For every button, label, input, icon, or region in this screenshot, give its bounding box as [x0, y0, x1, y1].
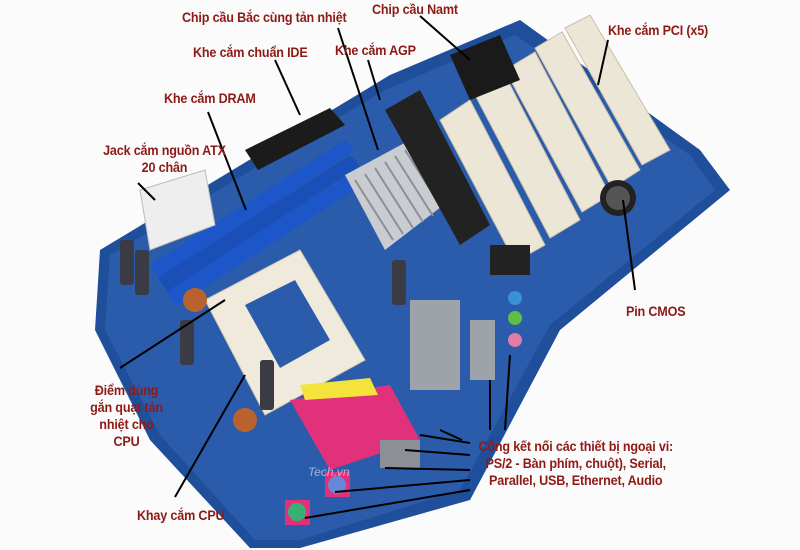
label-atx-power: Jack cắm nguồn ATX 20 chân: [88, 142, 241, 176]
label-io-ports-line1: Cổng kết nối các thiết bị ngoại vi:: [478, 438, 674, 454]
label-south-bridge: Chip cầu Namt: [372, 1, 458, 17]
inductor-coil: [183, 288, 207, 312]
label-io-ports: Cổng kết nối các thiết bị ngoại vi: PS/2…: [470, 438, 682, 489]
ide-connector: [245, 108, 345, 170]
label-dram-slot: Khe cắm DRAM: [164, 90, 256, 106]
label-ide-slot: Khe cắm chuẩn IDE: [193, 44, 308, 60]
label-io-ports-line2: PS/2 - Bàn phím, chuột), Serial,: [485, 455, 667, 471]
label-cpu-socket: Khay cắm CPU: [137, 507, 225, 523]
label-cpu-fan-mount-line4: CPU: [113, 433, 140, 449]
label-atx-power-line1: Jack cắm nguồn ATX: [103, 142, 226, 158]
label-cmos-battery: Pin CMOS: [626, 303, 686, 319]
atx-power-connector: [139, 169, 216, 251]
pci-slots: [439, 14, 671, 263]
label-agp-slot: Khe cắm AGP: [335, 42, 416, 58]
label-cpu-fan-mount: Điểm dùng gắn quạt tản nhiệt cho CPU: [86, 382, 167, 450]
south-bridge-chip: [450, 35, 520, 100]
label-cpu-fan-mount-line2: gắn quạt tản: [90, 399, 163, 415]
label-north-bridge: Chip cầu Bắc cùng tản nhiệt: [182, 9, 347, 25]
io-panel: [285, 245, 530, 525]
label-io-ports-line3: Parallel, USB, Ethernet, Audio: [489, 472, 663, 488]
label-pci-slots: Khe cắm PCI (x5): [608, 22, 709, 38]
capacitors: [120, 240, 406, 410]
dram-slots: [150, 140, 366, 306]
watermark: Tech.vn: [308, 465, 350, 479]
agp-slot: [385, 90, 490, 245]
leader-lines: [119, 15, 636, 519]
label-cpu-fan-mount-line1: Điểm dùng: [94, 382, 159, 398]
cpu-socket: [204, 249, 366, 416]
label-cpu-fan-mount-line3: nhiệt cho: [99, 416, 154, 432]
label-atx-power-line2: 20 chân: [141, 159, 188, 175]
